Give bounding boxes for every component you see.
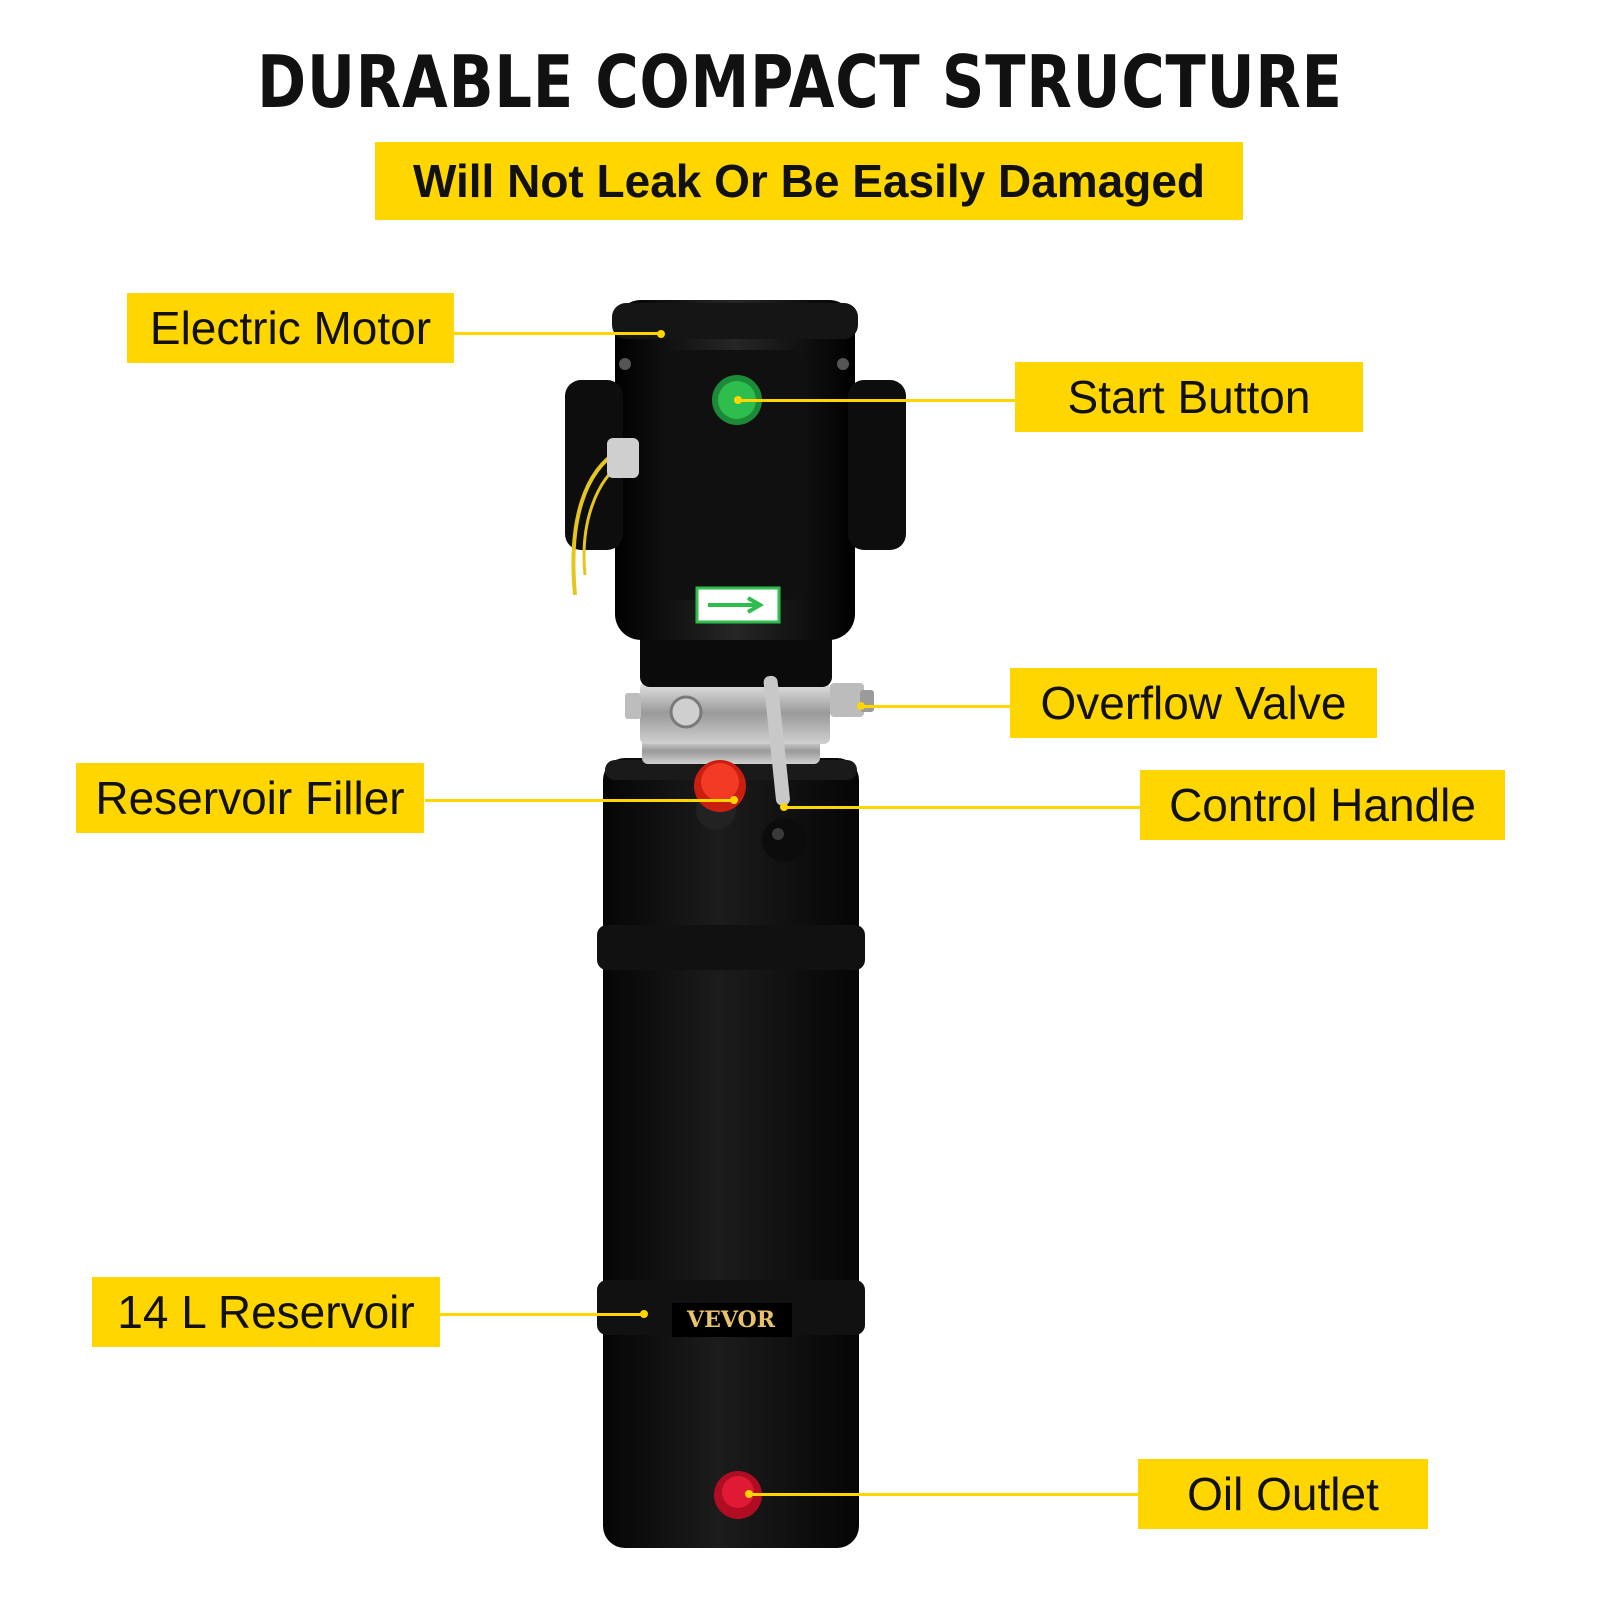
control-handle-lever <box>762 675 806 862</box>
leader-dot-start-button <box>734 396 742 404</box>
leader-reservoir-filler <box>425 799 735 802</box>
callout-reservoir-filler: Reservoir Filler <box>76 763 424 833</box>
oil-outlet-cap <box>714 1471 762 1519</box>
rotation-direction-label <box>695 586 781 624</box>
leader-oil-outlet <box>750 1493 1140 1496</box>
callout-reservoir: 14 L Reservoir <box>92 1277 440 1347</box>
leader-dot-control-handle <box>780 803 788 811</box>
leader-reservoir <box>440 1313 645 1316</box>
leader-dot-reservoir <box>640 1310 648 1318</box>
subtitle-banner: Will Not Leak Or Be Easily Damaged <box>375 142 1243 220</box>
leader-electric-motor <box>452 332 662 335</box>
leader-start-button <box>740 399 1015 402</box>
callout-start-button: Start Button <box>1015 362 1363 432</box>
cable-gland <box>607 438 639 478</box>
leader-dot-oil-outlet <box>745 1490 753 1498</box>
callout-electric-motor: Electric Motor <box>127 293 454 363</box>
leader-dot-electric-motor <box>657 330 665 338</box>
valve-block <box>625 682 874 744</box>
page-title: DURABLE COMPACT STRUCTURE <box>257 40 1343 124</box>
leader-dot-reservoir-filler <box>730 796 738 804</box>
brand-plate <box>672 1303 792 1337</box>
leader-control-handle <box>785 806 1140 809</box>
callout-oil-outlet: Oil Outlet <box>1138 1459 1428 1529</box>
callout-overflow-valve: Overflow Valve <box>1010 668 1377 738</box>
reservoir-tank <box>597 758 865 1548</box>
leader-overflow-valve <box>862 705 1010 708</box>
motor-adapter <box>640 625 832 687</box>
callout-control-handle: Control Handle <box>1140 770 1505 840</box>
brand-logo: VEVOR <box>686 1307 776 1333</box>
leader-dot-overflow-valve <box>857 702 865 710</box>
